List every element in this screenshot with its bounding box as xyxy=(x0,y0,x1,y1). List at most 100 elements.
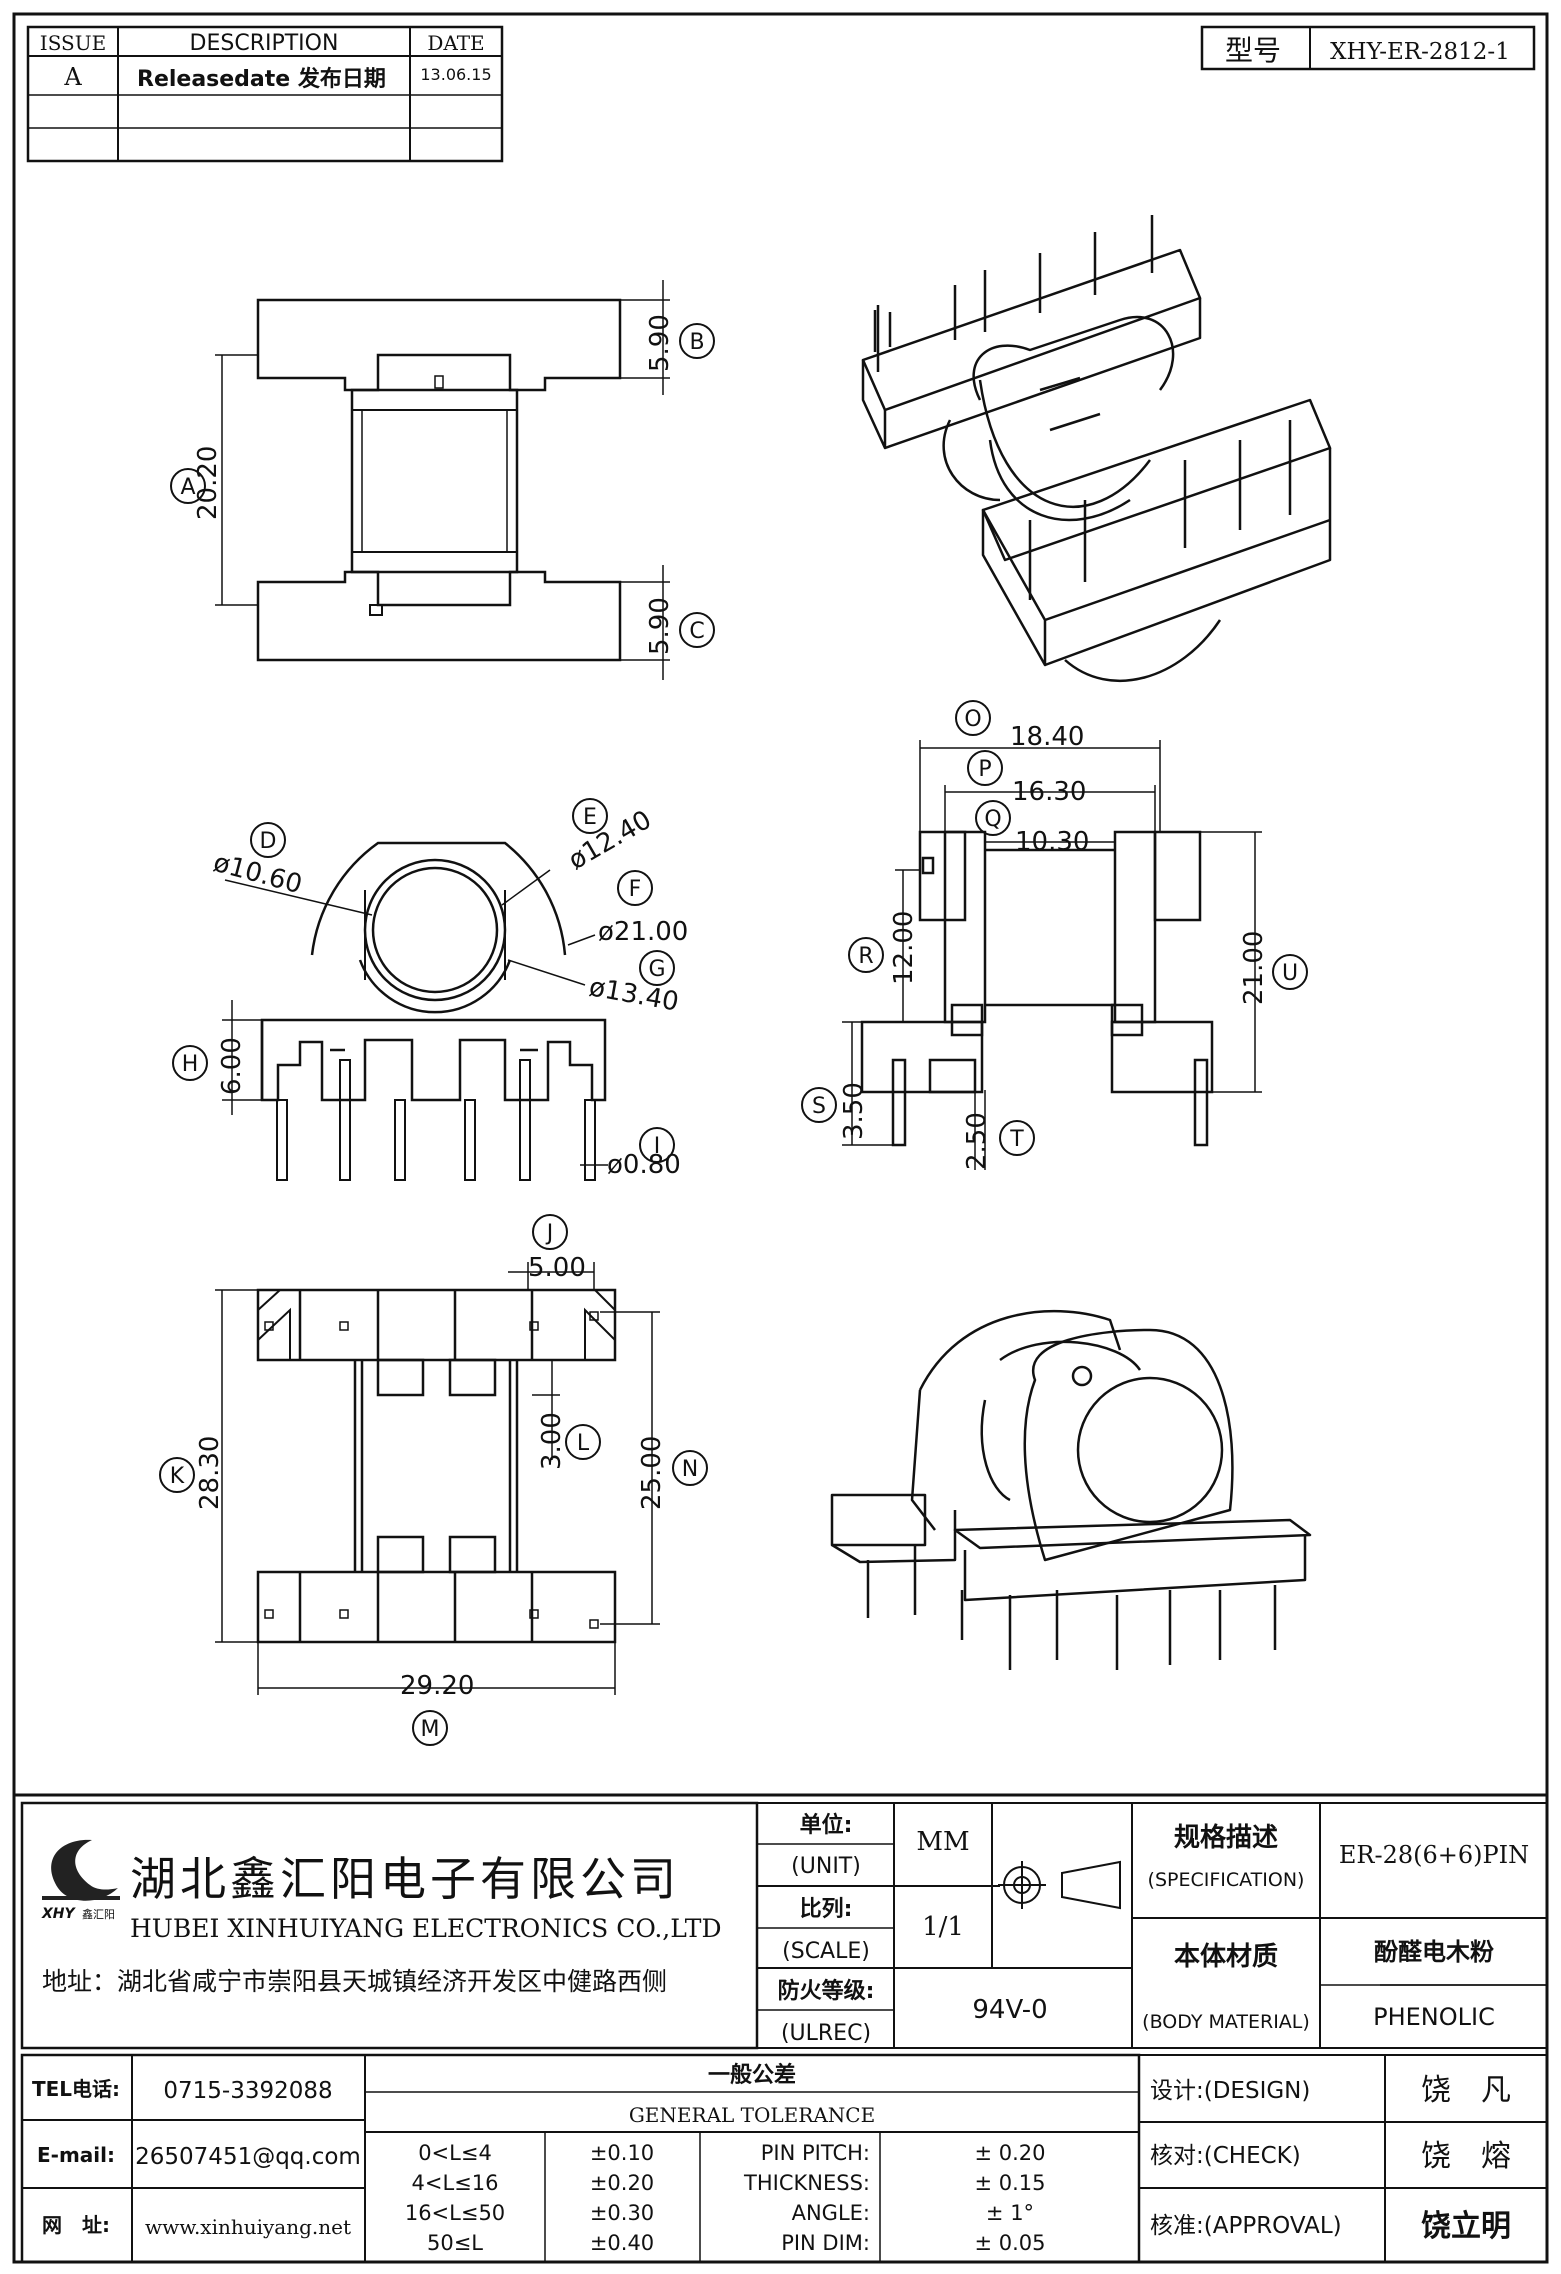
marker-letter: P xyxy=(978,757,991,782)
marker-letter: R xyxy=(858,944,873,969)
check-name: 饶 熔 xyxy=(1421,2139,1511,2174)
approval-label: 核准:(APPROVAL) xyxy=(1150,2213,1342,2239)
dim-Q: 10.30 xyxy=(1015,827,1089,857)
scale-label-en: (SCALE) xyxy=(782,1939,870,1964)
company-name-en: HUBEI XINHUIYANG ELECTRONICS CO.,LTD xyxy=(130,1914,722,1943)
revision-header-date: DATE xyxy=(427,31,484,55)
dim-O: 18.40 xyxy=(1010,722,1084,752)
marker-e: E xyxy=(572,798,608,834)
body-material-value-cn: 酚醛电木粉 xyxy=(1374,1938,1494,1966)
tolerance-value: ±0.20 xyxy=(590,2171,654,2195)
tolerance-range: 4<L≤16 xyxy=(412,2171,499,2195)
tolerance-special-label: ANGLE: xyxy=(792,2201,870,2225)
dim-S: 3.50 xyxy=(839,1082,869,1140)
marker-q: Q xyxy=(975,800,1011,836)
isometric-view-top xyxy=(861,215,1332,682)
logo-subtext: 鑫汇阳 xyxy=(82,1907,115,1921)
tolerance-value: ±0.40 xyxy=(590,2231,654,2255)
body-material-label-en: (BODY MATERIAL) xyxy=(1142,2011,1310,2033)
marker-c: C xyxy=(679,612,715,648)
side-view xyxy=(256,298,622,662)
dim-E: ø12.40 xyxy=(564,805,657,876)
tolerance-special-value: ± 0.05 xyxy=(974,2231,1045,2255)
marker-letter: H xyxy=(182,1052,199,1077)
dim-G: ø13.40 xyxy=(587,972,681,1017)
marker-letter: F xyxy=(629,877,642,902)
tel-label: TEL电话: xyxy=(32,2077,120,2101)
marker-j: J xyxy=(532,1214,568,1250)
revision-row-date: 13.06.15 xyxy=(420,65,491,84)
model-label: 型号 xyxy=(1225,34,1281,67)
dim-A: 20.20 xyxy=(193,446,223,520)
tolerance-range: 50≤L xyxy=(427,2231,483,2255)
marker-s: S xyxy=(801,1087,837,1123)
unit-label-en: (UNIT) xyxy=(791,1854,861,1879)
email-label: E-mail: xyxy=(37,2143,115,2167)
end-view xyxy=(260,841,607,1181)
email-value: 26507451@qq.com xyxy=(135,2144,361,2170)
revision-header-description: DESCRIPTION xyxy=(190,31,339,56)
tolerance-special-value: ± 0.15 xyxy=(974,2171,1045,2195)
marker-i: I xyxy=(639,1127,675,1163)
web-label: 网 址: xyxy=(42,2213,110,2237)
tolerance-special-label: THICKNESS: xyxy=(743,2171,870,2195)
marker-h: H xyxy=(172,1045,208,1081)
marker-letter: D xyxy=(260,829,277,854)
revision-table: ISSUE DESCRIPTION DATE A Releasedate 发布日… xyxy=(26,25,504,163)
dim-C: 5.90 xyxy=(645,597,675,655)
marker-letter: A xyxy=(180,475,195,500)
marker-letter: Q xyxy=(984,807,1001,832)
dim-R: 12.00 xyxy=(889,911,919,985)
ulrec-label-en: (ULREC) xyxy=(781,2021,871,2046)
top-view-dimensions xyxy=(215,1262,660,1695)
revision-row-description: Releasedate 发布日期 xyxy=(137,66,386,92)
marker-letter: E xyxy=(583,805,597,830)
marker-b: B xyxy=(679,323,715,359)
marker-g: G xyxy=(639,950,675,986)
tolerance-rows: 0<L≤4±0.104<L≤16±0.2016<L≤50±0.3050≤L±0.… xyxy=(405,2141,1046,2255)
side-view-dimensions xyxy=(215,280,670,680)
body-material-label-cn: 本体材质 xyxy=(1174,1942,1278,1972)
tolerance-special-label: PIN PITCH: xyxy=(761,2141,870,2165)
marker-letter: M xyxy=(421,1717,440,1742)
tel-value: 0715-3392088 xyxy=(163,2078,332,2104)
ulrec-label-cn: 防火等级: xyxy=(778,1978,875,2004)
revision-row-issue: A xyxy=(63,63,82,91)
unit-value: MM xyxy=(916,1827,969,1857)
marker-letter: J xyxy=(545,1221,554,1246)
tolerance-range: 0<L≤4 xyxy=(418,2141,492,2165)
front-view-dimensions xyxy=(842,740,1262,1170)
title-block xyxy=(14,1793,1548,2264)
body-material-value-en: PHENOLIC xyxy=(1373,2003,1495,2031)
dim-K: 28.30 xyxy=(195,1436,225,1510)
tolerance-value: ±0.30 xyxy=(590,2201,654,2225)
dim-P: 16.30 xyxy=(1012,777,1086,807)
company-address: 地址：湖北省咸宁市崇阳县天城镇经济开发区中健路西侧 xyxy=(42,1967,667,1996)
marker-t: T xyxy=(999,1120,1035,1156)
marker-n: N xyxy=(672,1450,708,1486)
design-name: 饶 凡 xyxy=(1421,2073,1511,2108)
tolerance-special-value: ± 0.20 xyxy=(974,2141,1045,2165)
marker-l: L xyxy=(565,1424,601,1460)
scale-label-cn: 比列: xyxy=(800,1897,853,1922)
dim-J: 5.00 xyxy=(528,1253,586,1283)
projection-symbol xyxy=(998,1860,1121,1910)
model-value: XHY-ER-2812-1 xyxy=(1330,39,1510,65)
tolerance-special-value: ± 1° xyxy=(986,2201,1034,2225)
marker-m: M xyxy=(412,1710,448,1746)
company-logo: XHY 鑫汇阳 xyxy=(41,1839,120,1922)
scale-value: 1/1 xyxy=(922,1912,964,1942)
marker-u: U xyxy=(1272,954,1308,990)
marker-letter: C xyxy=(689,619,704,644)
dim-M: 29.20 xyxy=(400,1671,474,1701)
design-label: 设计:(DESIGN) xyxy=(1150,2078,1310,2104)
model-box: 型号 XHY-ER-2812-1 xyxy=(1200,25,1536,71)
tolerance-title-en: GENERAL TOLERANCE xyxy=(629,2103,875,2127)
dim-D: ø10.60 xyxy=(210,848,305,900)
dim-L: 3.00 xyxy=(537,1412,567,1470)
isometric-view-bottom xyxy=(830,1310,1312,1670)
marker-letter: K xyxy=(170,1464,185,1489)
dim-U: 21.00 xyxy=(1239,931,1269,1005)
